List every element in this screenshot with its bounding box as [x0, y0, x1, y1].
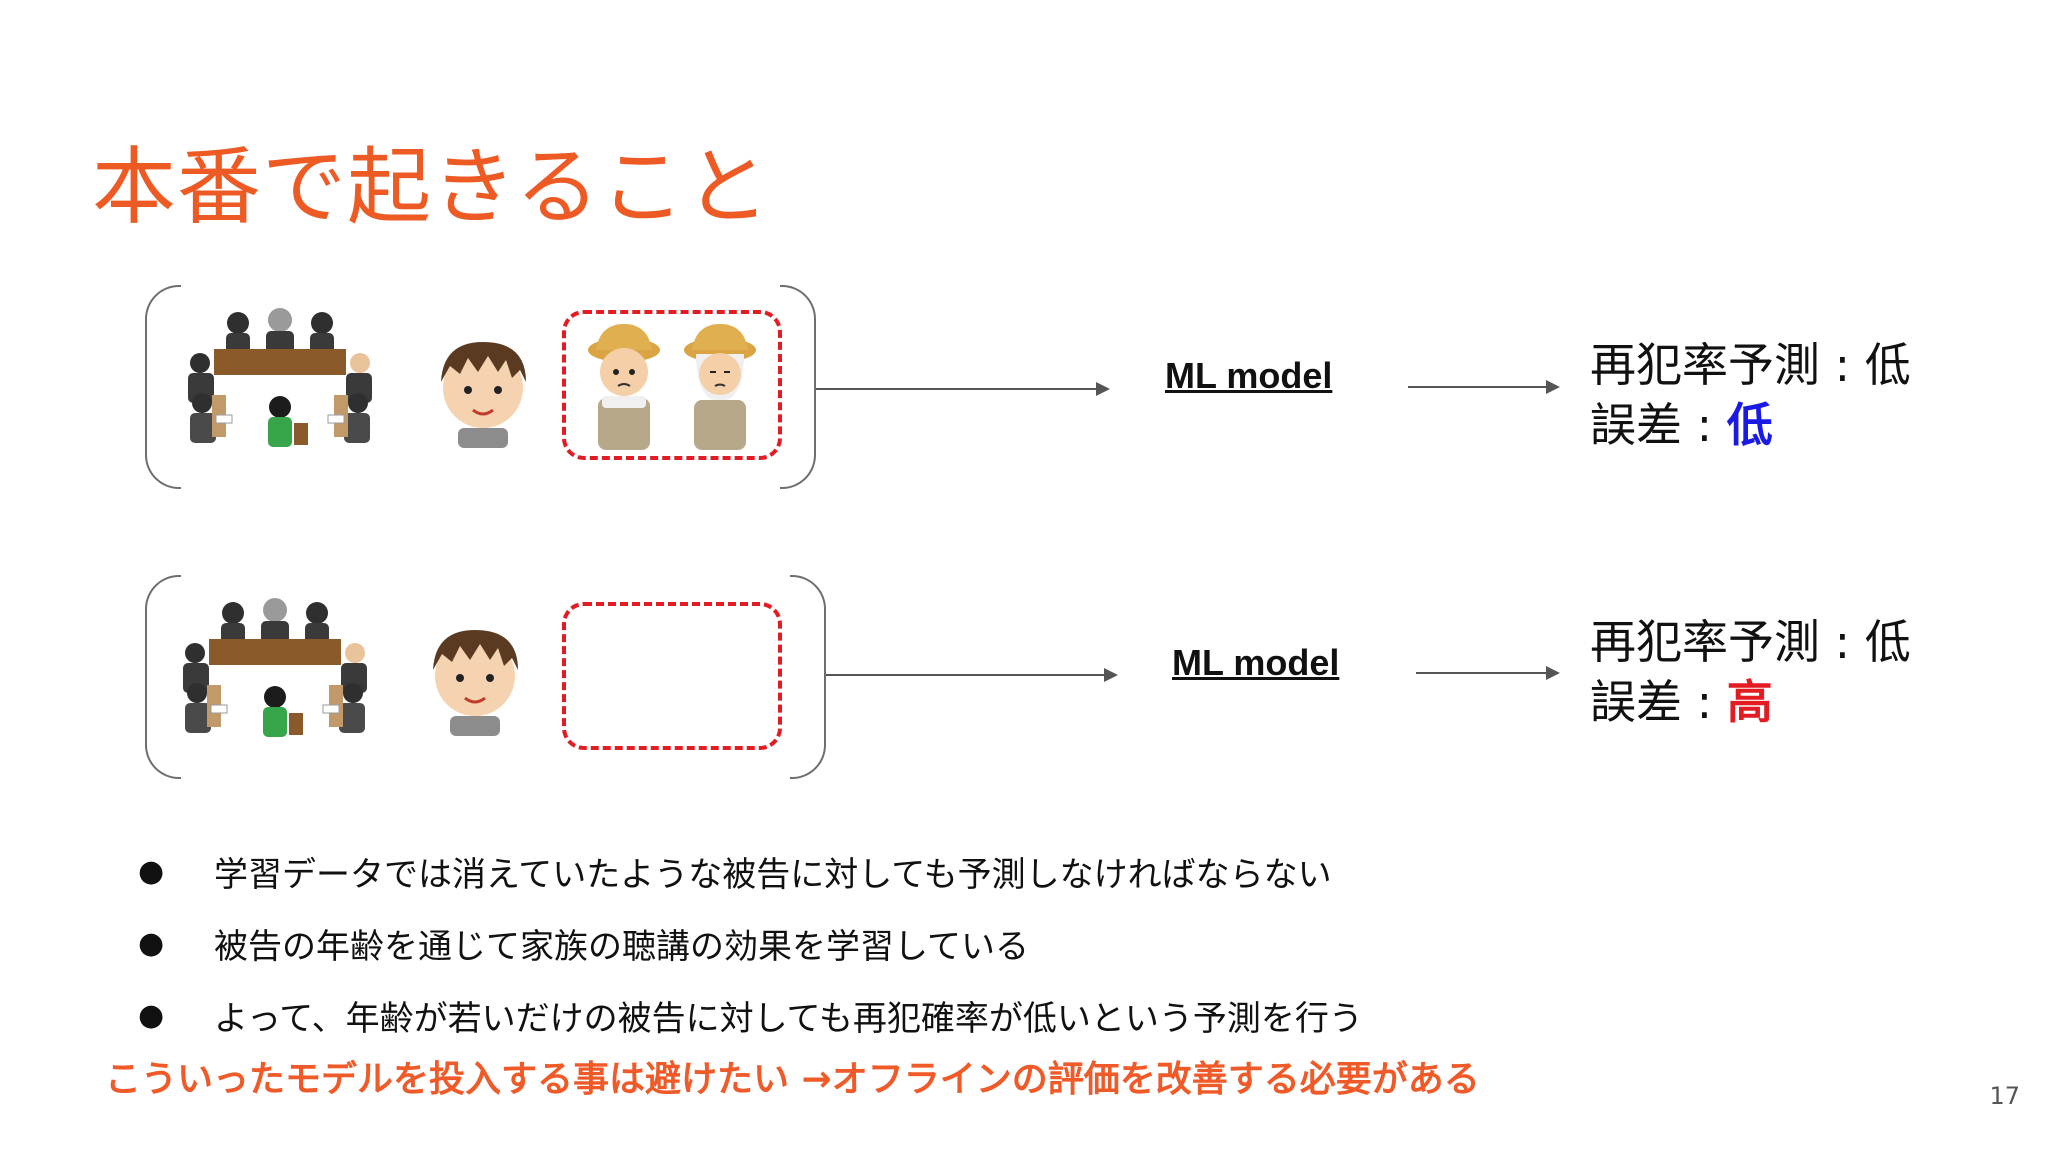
row1-result: 再犯率予測 : 低 誤差 : 低: [1590, 335, 1911, 455]
prediction-label: 再犯率予測 :: [1590, 338, 1865, 392]
courtroom-icon: [188, 308, 372, 447]
bullet-dot: ●: [138, 853, 165, 889]
young-man-icon: [433, 630, 518, 736]
page-number: 17: [1989, 1082, 2020, 1110]
bullet-dot: ●: [138, 997, 165, 1033]
row1-arrow-to-result: [1408, 380, 1560, 394]
courtroom-icon: [183, 598, 367, 737]
family-members-icon: [588, 324, 756, 450]
error-value-high: 高: [1726, 675, 1773, 729]
bullet-text: よって、年齢が若いだけの被告に対しても再犯確率が低いという予測を行う: [214, 998, 1363, 1039]
row2-result: 再犯率予測 : 低 誤差 : 高: [1590, 612, 1911, 732]
bullet-list: ● 学習データでは消えていたような被告に対しても予測しなければならない ● 被告…: [138, 835, 1363, 1051]
list-item: ● 被告の年齢を通じて家族の聴講の効果を学習している: [138, 907, 1363, 979]
row1-ml-model: ML model: [1165, 355, 1333, 396]
prediction-value: 低: [1864, 338, 1911, 392]
list-item: ● 学習データでは消えていたような被告に対しても予測しなければならない: [138, 835, 1363, 907]
bullet-dot: ●: [138, 925, 165, 961]
row1-bracket-left: [145, 285, 181, 489]
row1-arrow-to-model: [816, 382, 1110, 396]
prediction-value: 低: [1864, 615, 1911, 669]
row2-arrow-to-result: [1416, 666, 1560, 680]
list-item: ● よって、年齢が若いだけの被告に対しても再犯確率が低いという予測を行う: [138, 979, 1363, 1051]
prediction-label: 再犯率予測 :: [1590, 615, 1865, 669]
error-label: 誤差 :: [1590, 675, 1727, 729]
conclusion-text: こういったモデルを投入する事は避けたい →オフラインの評価を改善する必要がある: [105, 1059, 1480, 1100]
family-box: [562, 310, 782, 460]
row2-ml-model: ML model: [1172, 642, 1340, 683]
row2-bracket-right: [790, 575, 826, 779]
young-man-icon: [441, 342, 526, 448]
bullet-text: 被告の年齢を通じて家族の聴講の効果を学習している: [214, 926, 1029, 967]
error-label: 誤差 :: [1590, 398, 1727, 452]
error-value-low: 低: [1726, 398, 1773, 452]
bullet-text: 学習データでは消えていたような被告に対しても予測しなければならない: [214, 854, 1332, 895]
empty-family-box: [562, 602, 782, 750]
slide-title: 本番で起きること: [92, 138, 771, 236]
row1-bracket-right: [780, 285, 816, 489]
row2-arrow-to-model: [826, 668, 1118, 682]
